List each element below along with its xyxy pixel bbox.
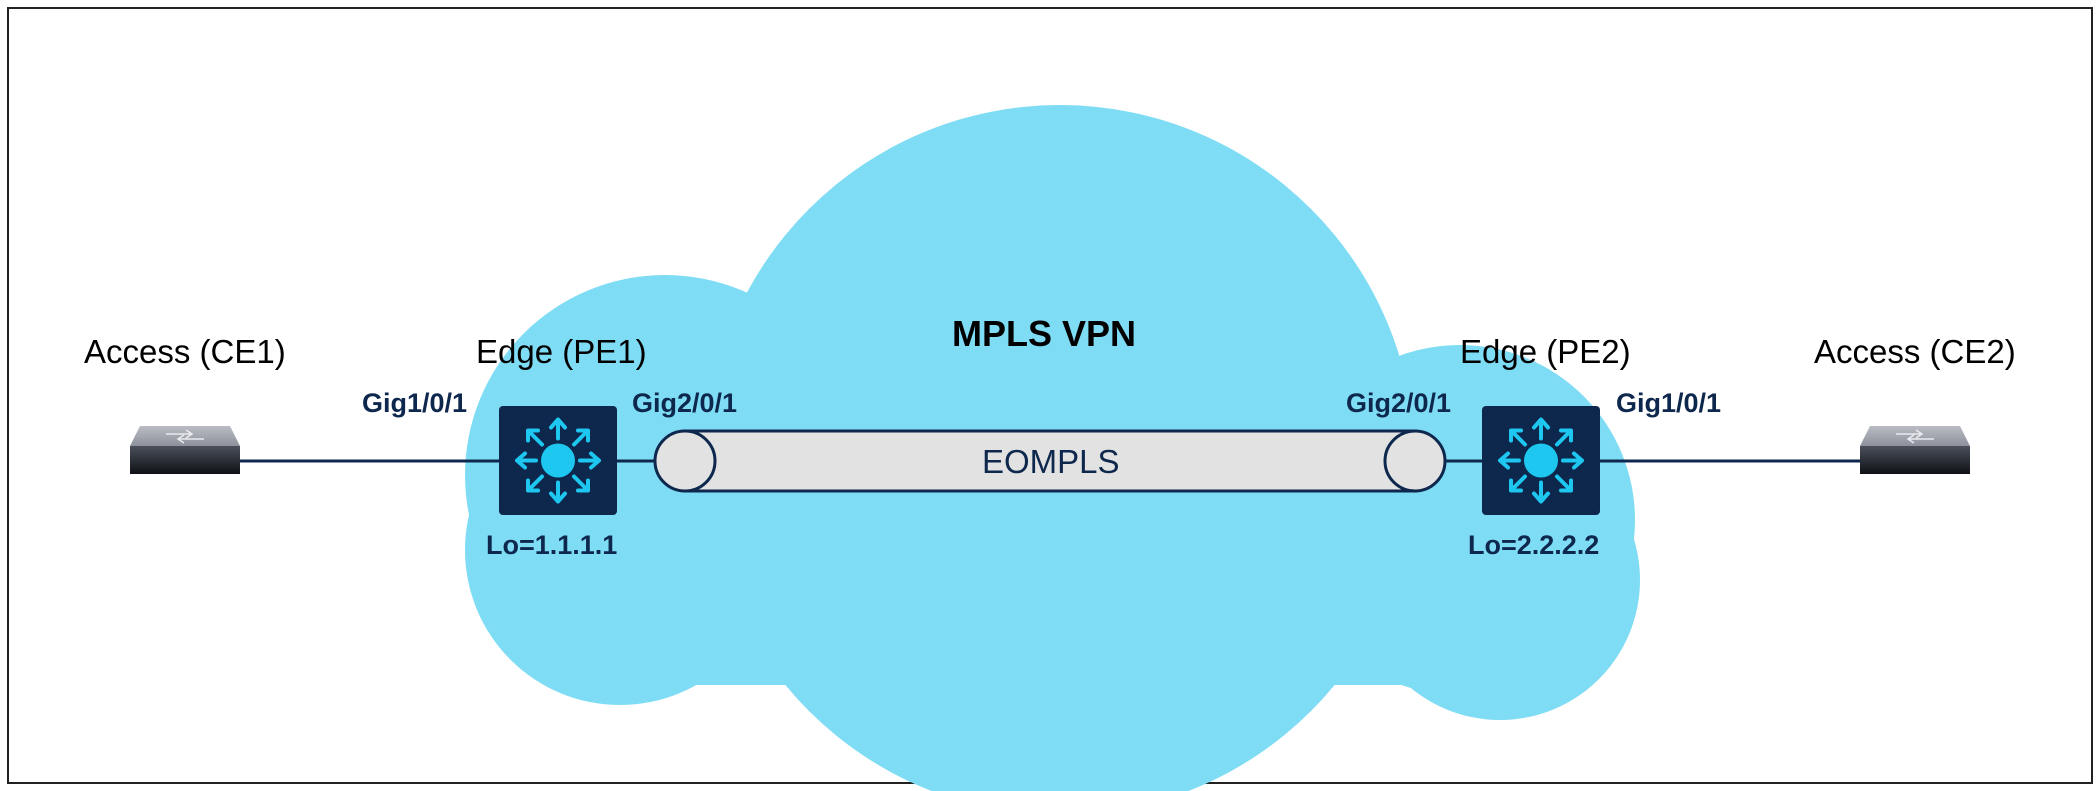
pe1-loopback-label: Lo=1.1.1.1 [486, 530, 618, 560]
ce1-title: Access (CE1) [84, 333, 286, 370]
pe2-port-in-label: Gig2/0/1 [1346, 388, 1452, 418]
ce1-port-label: Gig1/0/1 [362, 388, 468, 418]
pe2-port-out-label: Gig1/0/1 [1616, 388, 1722, 418]
tunnel-pipe [653, 429, 1447, 493]
pe1-port-label: Gig2/0/1 [632, 388, 738, 418]
layer3-switch-icon [1482, 406, 1600, 515]
layer3-switch-icon [499, 406, 617, 515]
access-switch-icon [1860, 426, 1970, 474]
cloud-title: MPLS VPN [952, 313, 1137, 354]
tunnel-label: EOMPLS [982, 443, 1120, 480]
ce2-title: Access (CE2) [1814, 333, 2016, 370]
pe2-title: Edge (PE2) [1460, 333, 1631, 370]
pe2-loopback-label: Lo=2.2.2.2 [1468, 530, 1600, 560]
pe1-title: Edge (PE1) [476, 333, 647, 370]
access-switch-icon [130, 426, 240, 474]
